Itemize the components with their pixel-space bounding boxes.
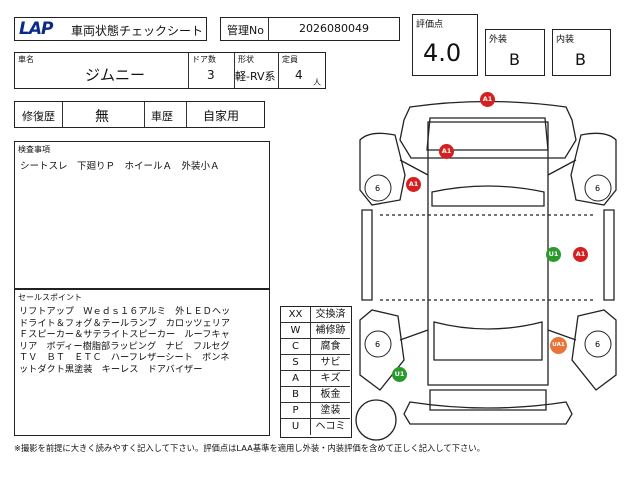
interior-grade-box: 内装 B <box>552 29 611 76</box>
legend-text: 補修跡 <box>315 325 346 336</box>
repair-history-value: 無 <box>95 109 109 125</box>
usage-history-value: 自家用 <box>203 109 240 123</box>
legend-row: W 補修跡 <box>281 323 350 339</box>
legend-code: P <box>281 403 311 418</box>
capacity-unit: 人 <box>313 78 321 87</box>
legend-row: XX 交換済 <box>281 307 350 323</box>
legend-code: U <box>281 419 311 435</box>
exterior-grade-label: 外装 <box>489 35 508 45</box>
sales-points-label: セールスポイント <box>18 293 82 302</box>
header-title-box: LAP 車両状態チェックシート <box>14 17 207 41</box>
legend-row: S サビ <box>281 355 350 371</box>
wheel-rear-right-label: 6 <box>595 340 600 349</box>
legend-text: 腐食 <box>320 341 341 352</box>
legend-code: W <box>281 323 311 338</box>
exterior-grade-box: 外装 B <box>485 29 545 76</box>
inspection-notes-box: 検査事項 シートスレ 下廻りＰ ホイールＡ 外装小Ａ <box>14 141 270 289</box>
footer-note: ※撮影を前提に大きく読みやすく記入して下さい。評価点はLAA基準を適用し外装・内… <box>14 443 485 453</box>
body-shape-label: 形状 <box>238 55 254 64</box>
damage-marker: A1 <box>573 247 588 262</box>
damage-marker: A1 <box>480 92 495 107</box>
sales-points-box: セールスポイント リフトアップ Ｗｅｄｓ１６アルミ 外ＬＥＤヘッ ドライト＆フォ… <box>14 289 270 436</box>
damage-marker: A1 <box>439 144 454 159</box>
grade-score-label: 評価点 <box>416 20 444 30</box>
legend-text: 塗装 <box>320 405 341 416</box>
door-count-label: ドア数 <box>192 55 216 64</box>
grade-score-box: 評価点 4.0 <box>412 14 478 76</box>
capacity-label: 定員 <box>282 55 298 64</box>
grade-score-value: 4.0 <box>423 39 462 67</box>
inspection-notes-text: シートスレ 下廻りＰ ホイールＡ 外装小Ａ <box>20 161 220 172</box>
legend-text: 交換済 <box>315 309 346 320</box>
history-box: 修復歴 無 車歴 自家用 <box>14 101 265 128</box>
legend-row: U ヘコミ <box>281 419 350 435</box>
legend-code: S <box>281 355 311 370</box>
management-number-box: 管理No 2026080049 <box>220 17 400 41</box>
legend-row: P 塗装 <box>281 403 350 419</box>
usage-history-label: 車歴 <box>151 110 173 123</box>
legend-text: ヘコミ <box>315 421 346 432</box>
body-shape-value: 軽-RV系 <box>235 70 276 83</box>
legend-text: サビ <box>320 357 341 368</box>
legend-code: C <box>281 339 311 354</box>
legend-code: XX <box>281 307 311 322</box>
damage-legend-table: XX 交換済 W 補修跡 C 腐食 S サビ A キズ B 板金 P 塗装 U … <box>280 306 352 438</box>
sales-point-line: リフトアップ Ｗｅｄｓ１６アルミ 外ＬＥＤヘッ <box>19 306 231 317</box>
wheel-rear-left-label: 6 <box>375 340 380 349</box>
capacity-value: 4 <box>295 68 303 82</box>
interior-grade-value: B <box>575 50 586 69</box>
legend-text: キズ <box>320 373 341 384</box>
vehicle-info-box: 車名 ジムニー ドア数 3 形状 軽-RV系 定員 4 人 <box>14 52 326 89</box>
exterior-grade-value: B <box>509 50 520 69</box>
car-name-value: ジムニー <box>85 66 146 84</box>
inspection-notes-label: 検査事項 <box>18 145 50 154</box>
sales-point-line: ＴＶ ＢＴ ＥＴＣ ハーフレザーシート ボンネ <box>19 352 230 363</box>
damage-marker: UA1 <box>550 337 567 354</box>
legend-row: C 腐食 <box>281 339 350 355</box>
sales-point-line: ドライト＆フォグ＆テールランプ カロッツェリア <box>19 317 231 329</box>
sales-point-line: Ｆスピーカー＆サテライトスピーカー ルーフキャ <box>19 329 230 340</box>
damage-marker: U1 <box>392 367 407 382</box>
sheet-title: 車両状態チェックシート <box>71 24 204 38</box>
sales-point-line: ットダクト黒塗装 キーレス ドアバイザー <box>19 363 203 375</box>
interior-grade-label: 内装 <box>556 35 575 45</box>
legend-row: B 板金 <box>281 387 350 403</box>
damage-marker: U1 <box>546 247 561 262</box>
wheel-front-right-label: 6 <box>595 184 600 193</box>
management-number-label: 管理No <box>227 24 264 37</box>
legend-row: A キズ <box>281 371 350 387</box>
door-count-value: 3 <box>207 68 215 82</box>
logo: LAP <box>19 19 53 39</box>
legend-code: B <box>281 387 311 402</box>
car-name-label: 車名 <box>18 55 34 64</box>
legend-text: 板金 <box>320 389 341 400</box>
legend-code: A <box>281 371 311 386</box>
damage-marker: A1 <box>406 177 421 192</box>
sales-point-line: リア ボディー樹脂部ラッピング ナビ フルセグ <box>19 340 230 352</box>
repair-history-label: 修復歴 <box>22 110 55 123</box>
wheel-front-left-label: 6 <box>375 184 380 193</box>
management-number-value: 2026080049 <box>299 22 369 35</box>
